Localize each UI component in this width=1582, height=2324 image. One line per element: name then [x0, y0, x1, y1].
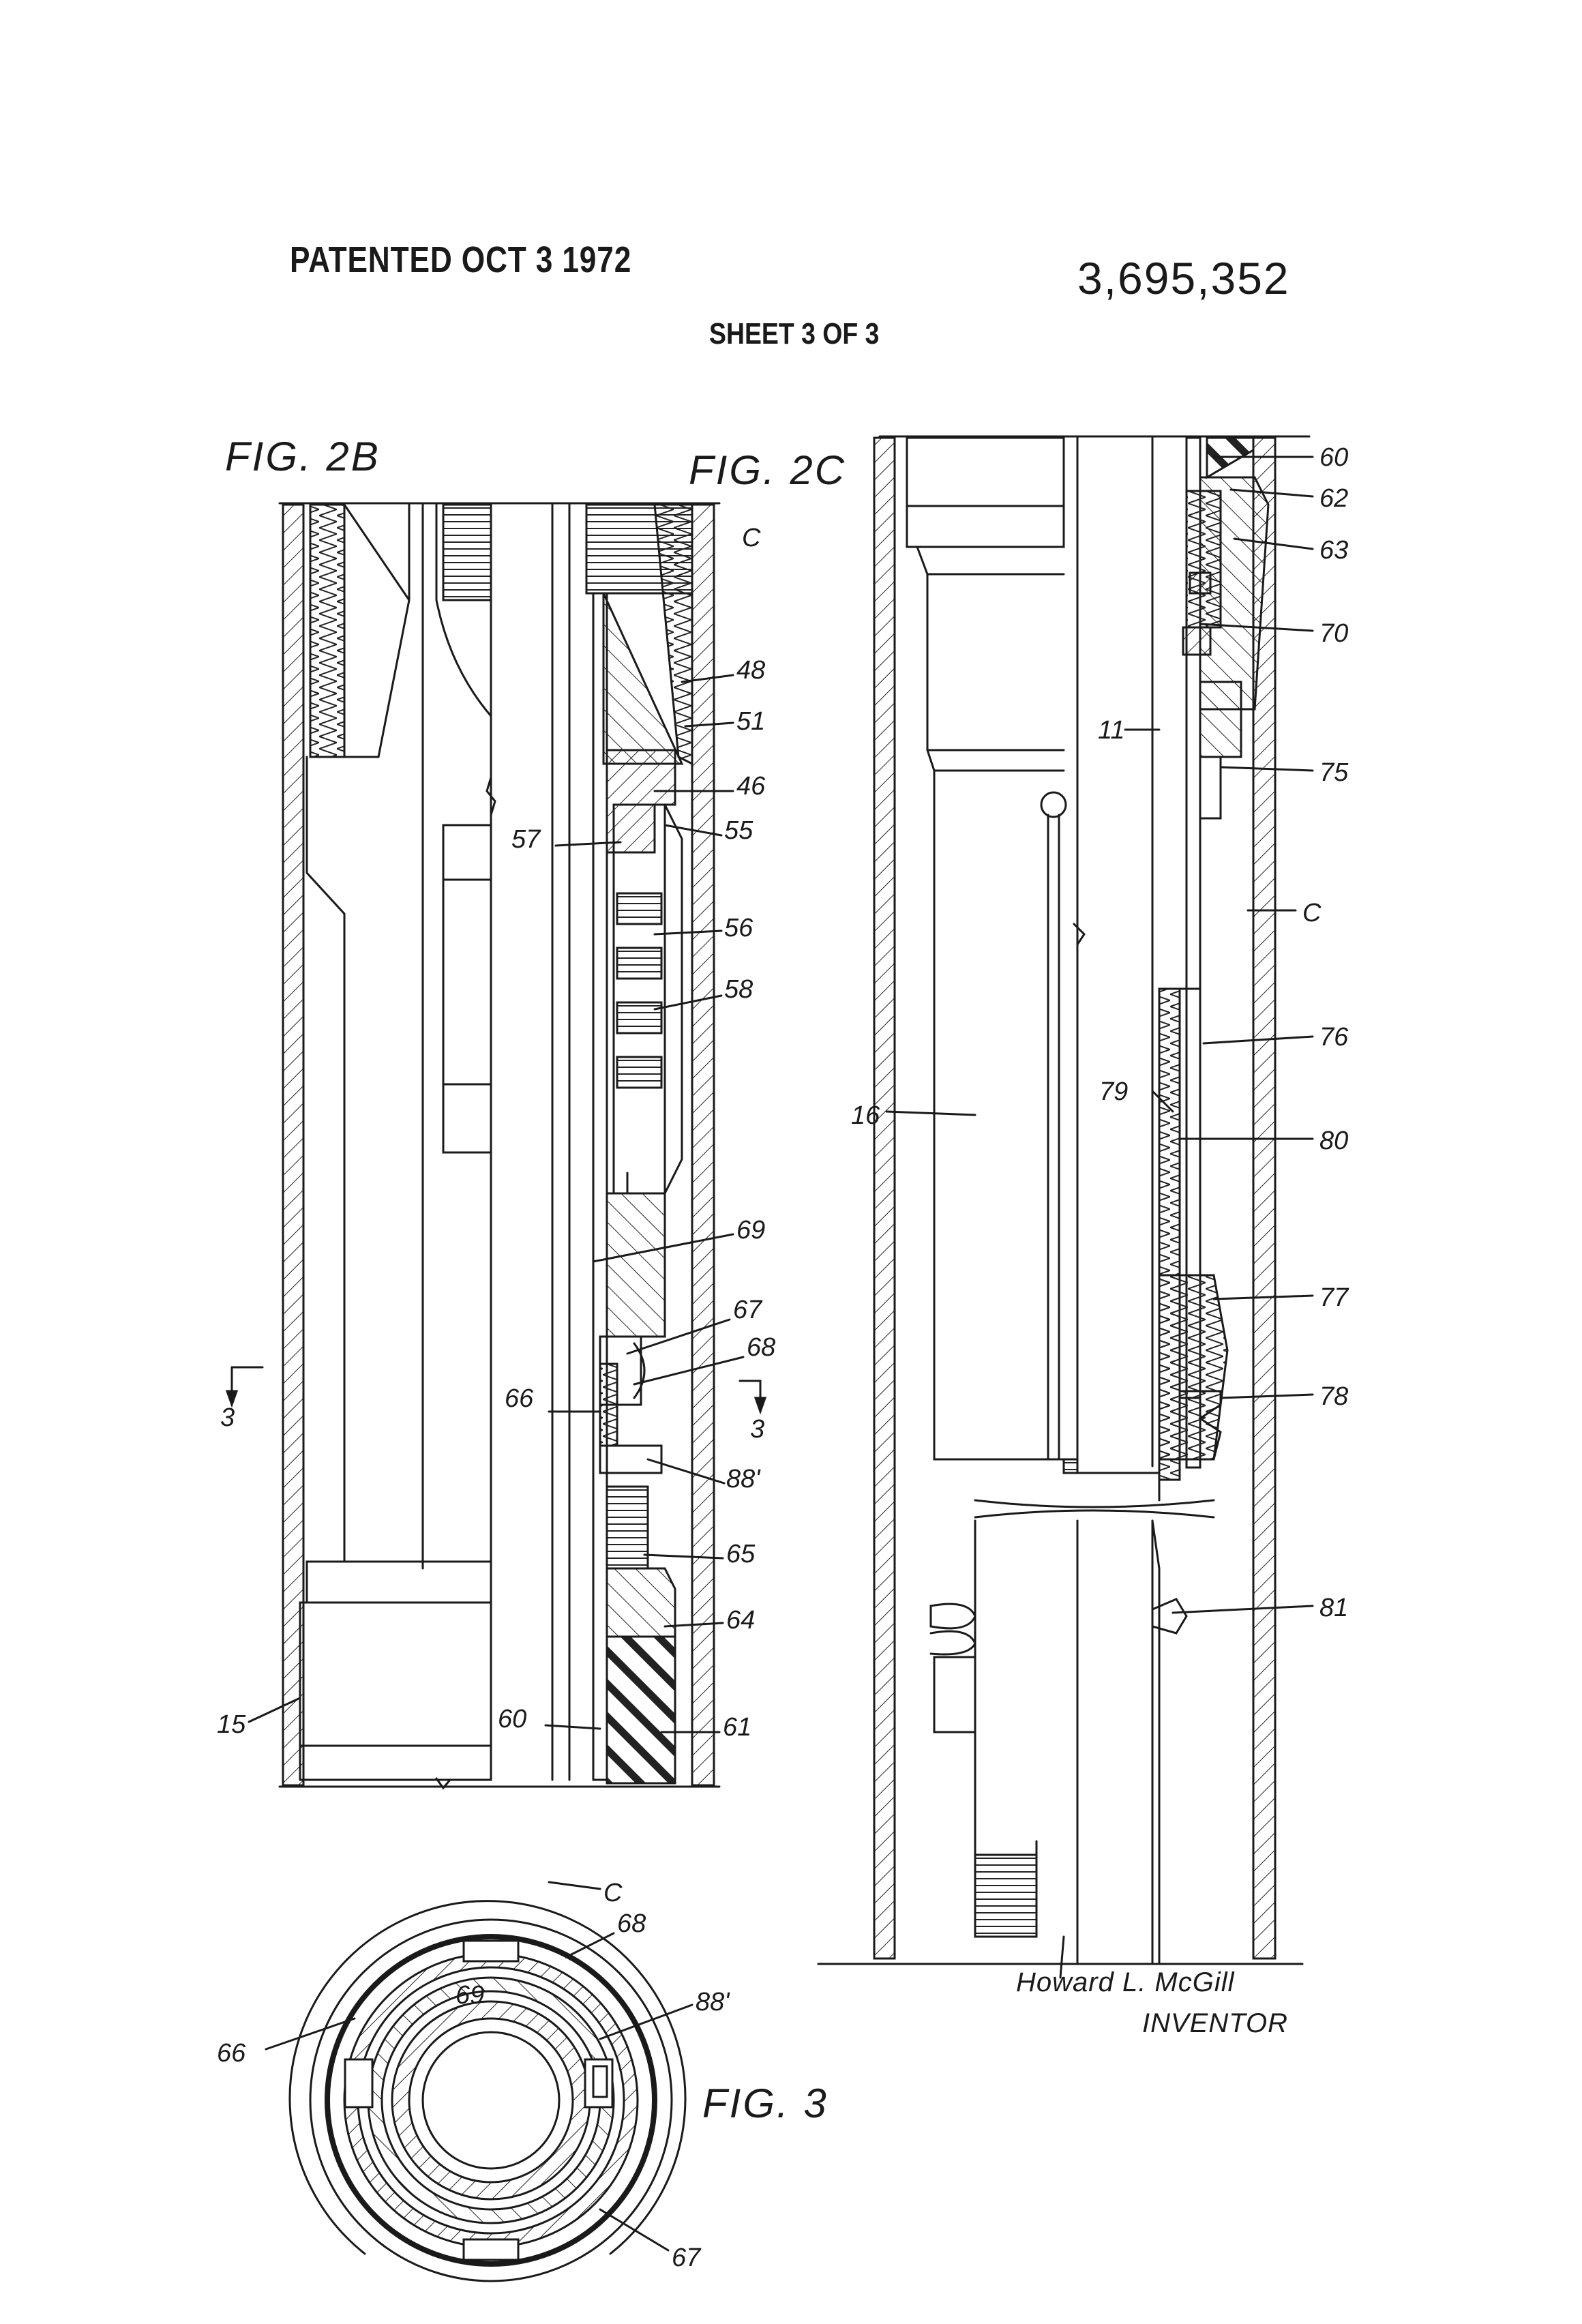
- label-3-68: 68: [617, 1909, 646, 1939]
- label-2c-75: 75: [1319, 758, 1348, 788]
- label-2b-51: 51: [736, 707, 765, 736]
- label-2b-66: 66: [505, 1384, 533, 1414]
- label-2b-68: 68: [747, 1333, 775, 1362]
- inventor-name: Howard L. McGill: [1016, 1967, 1235, 1998]
- label-2c-11: 11: [1098, 716, 1124, 745]
- label-2b-61: 61: [723, 1713, 751, 1742]
- label-3-69: 69: [456, 1981, 484, 2010]
- label-2b-64: 64: [726, 1606, 755, 1635]
- label-2b-65: 65: [726, 1540, 755, 1569]
- label-2b-58: 58: [724, 975, 753, 1004]
- label-2b-69: 69: [736, 1216, 765, 1245]
- label-2b-48: 48: [736, 656, 765, 685]
- label-3-67: 67: [672, 2244, 700, 2273]
- fig-2c-drawing: [818, 436, 1313, 1978]
- label-2c-62: 62: [1319, 484, 1348, 513]
- label-3-88: 88': [696, 1988, 730, 2017]
- section-marker-left: 3: [220, 1403, 235, 1433]
- section-marker-right: 3: [750, 1415, 764, 1444]
- label-2c-77: 77: [1319, 1283, 1348, 1313]
- label-2c-63: 63: [1319, 536, 1348, 565]
- label-3-66: 66: [217, 2039, 245, 2068]
- label-2c-80: 80: [1319, 1127, 1348, 1156]
- label-2b-57: 57: [511, 825, 540, 854]
- label-2c-78: 78: [1319, 1382, 1348, 1412]
- label-2b-46: 46: [736, 772, 765, 801]
- label-3-c: C: [603, 1879, 622, 1908]
- label-2b-60: 60: [498, 1705, 526, 1734]
- label-2b-55: 55: [724, 816, 753, 846]
- label-2c-76: 76: [1319, 1023, 1348, 1052]
- label-2b-67: 67: [733, 1296, 762, 1325]
- label-2c-70: 70: [1319, 619, 1348, 649]
- label-2c-79: 79: [1099, 1077, 1128, 1107]
- label-2b-15: 15: [217, 1710, 245, 1740]
- spring-stack: [617, 893, 661, 1088]
- inventor-title: INVENTOR: [1142, 2008, 1288, 2039]
- label-2c-c: C: [1302, 899, 1321, 928]
- fig-3-drawing: [266, 1882, 692, 2281]
- label-2b-c: C: [742, 524, 760, 553]
- label-2b-56: 56: [724, 914, 753, 943]
- label-2c-81: 81: [1319, 1594, 1348, 1623]
- label-2b-88: 88': [726, 1465, 760, 1494]
- label-2c-16: 16: [851, 1101, 880, 1131]
- fig-2b-drawing: [227, 503, 765, 1788]
- label-2c-60: 60: [1319, 443, 1348, 473]
